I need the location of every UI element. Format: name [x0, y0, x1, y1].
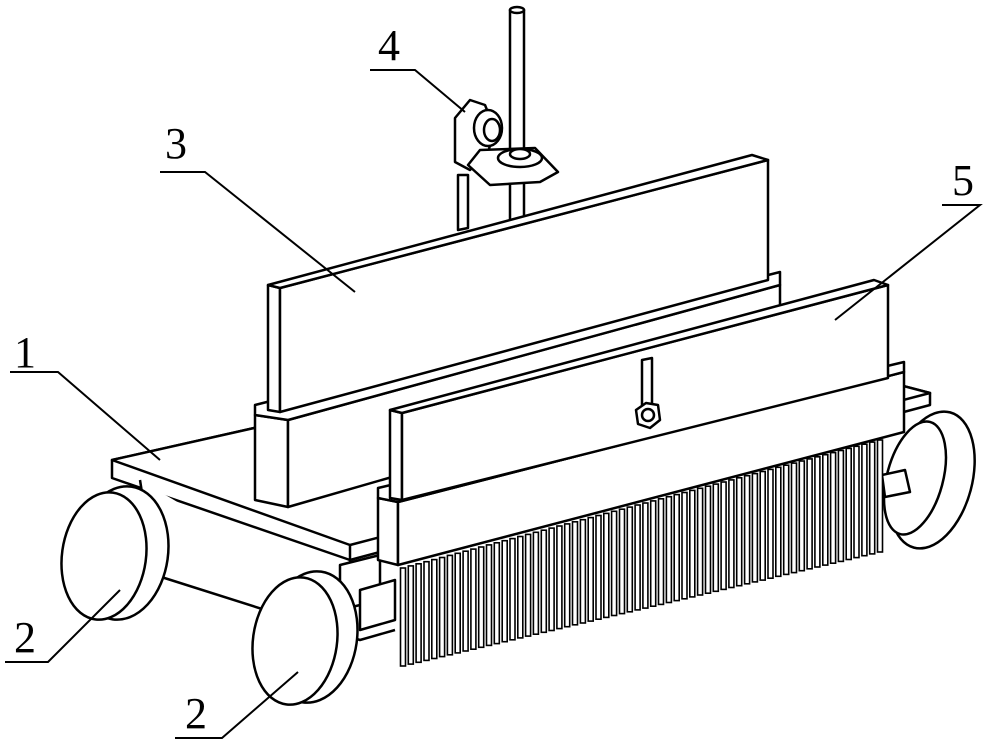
bristle	[454, 552, 462, 654]
bristle	[587, 516, 595, 622]
bristle	[556, 525, 563, 630]
bristle	[477, 546, 485, 649]
bristle	[516, 535, 524, 639]
bristle	[681, 491, 688, 600]
bristle	[814, 455, 821, 568]
bristle	[571, 520, 579, 626]
bristle	[704, 485, 712, 595]
label-brush-board: 5	[952, 156, 974, 205]
bristle	[509, 537, 516, 641]
wheel-front-left	[60, 485, 170, 621]
bristle	[532, 531, 540, 635]
bristle	[837, 449, 845, 563]
bristle	[602, 512, 610, 619]
bristle	[728, 479, 735, 589]
bristle	[774, 466, 782, 578]
bristle	[485, 544, 493, 647]
bristle	[407, 565, 415, 665]
handle-clamp	[453, 5, 560, 232]
wheel-front-right	[251, 570, 359, 706]
bristle	[462, 550, 469, 652]
bristle	[696, 487, 704, 596]
label-wheel-front-left: 2	[14, 613, 36, 662]
label-rear-board: 3	[165, 119, 187, 168]
label-handle-clamp: 4	[378, 21, 400, 70]
bristle	[720, 481, 727, 591]
bristle	[649, 500, 657, 607]
bristle	[673, 493, 681, 602]
bristle	[399, 567, 407, 667]
bristle	[782, 464, 790, 576]
callout-leaders	[5, 69, 983, 739]
bristle	[665, 495, 673, 604]
bristle	[415, 562, 422, 664]
bristle	[524, 533, 532, 637]
bristle	[540, 529, 548, 634]
bristle	[806, 458, 813, 570]
brush-bristles	[399, 439, 884, 667]
bristle	[548, 527, 555, 632]
bristle	[767, 468, 774, 579]
bristle	[853, 445, 860, 559]
bristle	[610, 510, 618, 617]
bristle	[845, 447, 853, 561]
wheel-rear-right	[880, 410, 976, 550]
label-body: 1	[14, 328, 36, 377]
bristle	[821, 453, 829, 566]
bristle	[876, 439, 884, 553]
bristle	[563, 523, 571, 628]
bristle	[579, 518, 587, 624]
bristle	[430, 558, 438, 660]
bristle	[626, 506, 634, 613]
bristle	[657, 497, 665, 606]
bristle	[688, 489, 696, 598]
brush-board	[376, 278, 906, 567]
bristle	[493, 541, 501, 645]
bristle	[868, 441, 876, 555]
bristle	[790, 462, 798, 574]
bristle	[470, 548, 477, 650]
bristle	[634, 504, 641, 611]
bristle	[446, 554, 454, 656]
bristle	[642, 502, 649, 609]
bristle	[501, 539, 509, 643]
label-wheel-front-right: 2	[185, 689, 207, 738]
bristle	[743, 474, 751, 585]
bristle	[595, 514, 602, 620]
bristle	[438, 556, 446, 658]
bristle	[618, 508, 626, 615]
bristle	[751, 472, 759, 583]
bristle	[829, 451, 837, 565]
bristle	[423, 560, 430, 662]
bristle	[759, 470, 767, 581]
bristle	[735, 476, 743, 587]
bristle	[861, 443, 868, 557]
bristle	[712, 483, 720, 593]
bristle	[798, 460, 806, 572]
